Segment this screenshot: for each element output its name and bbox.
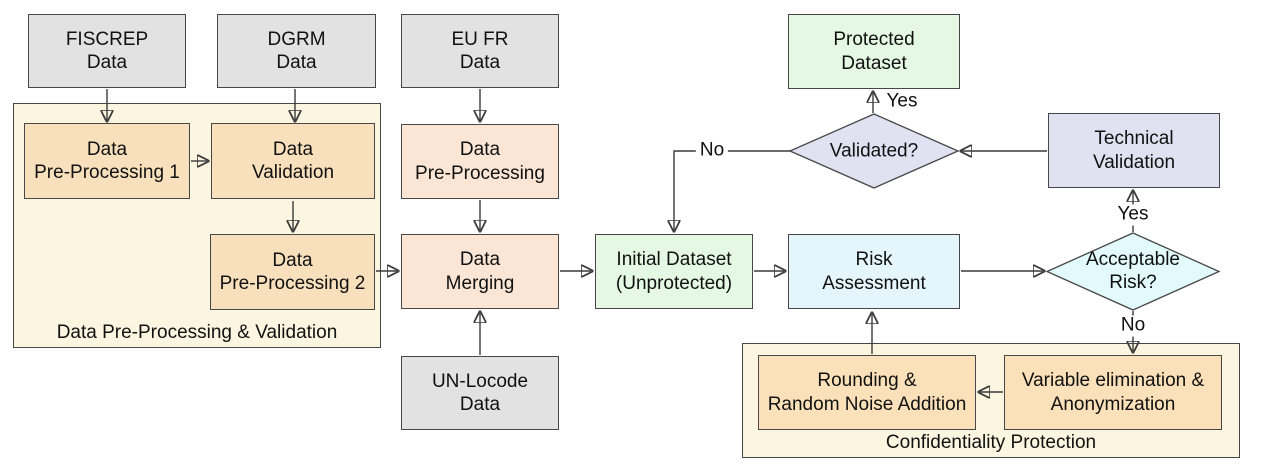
node-protected-dataset-label: Protected Dataset [833, 29, 915, 74]
node-data-preprocessing-label: Data Pre-Processing [415, 139, 545, 184]
node-data-merging: Data Merging [401, 234, 559, 309]
group-label-confidentiality: Confidentiality Protection [885, 432, 1097, 454]
node-rounding-noise-label: Rounding & Random Noise Addition [767, 370, 967, 415]
node-data-preprocessing-1: Data Pre-Processing 1 [24, 123, 190, 199]
node-risk-assessment: Risk Assessment [788, 234, 960, 309]
diamond-acceptable-risk-label: Acceptable Risk? [1085, 249, 1181, 293]
edge-label-validated-no: No [695, 140, 729, 162]
node-data-preprocessing-1-label: Data Pre-Processing 1 [34, 138, 180, 183]
node-rounding-noise: Rounding & Random Noise Addition [758, 355, 976, 430]
node-fiscrep-data-label: FISCREP Data [65, 28, 149, 73]
node-un-locode-data-label: UN-Locode Data [431, 370, 529, 415]
node-eu-fr-data: EU FR Data [401, 14, 559, 88]
node-data-merging-label: Data Merging [445, 249, 515, 294]
diamond-validated-label: Validated? [829, 140, 919, 162]
node-variable-elimination-label: Variable elimination & Anonymization [1021, 370, 1205, 415]
edge-label-validated-yes: Yes [886, 90, 918, 112]
node-initial-dataset-label: Initial Dataset (Unprotected) [615, 249, 733, 294]
edge-label-acceptable-no: No [1116, 315, 1150, 337]
node-variable-elimination: Variable elimination & Anonymization [1004, 355, 1222, 430]
node-data-validation: Data Validation [211, 123, 375, 199]
node-initial-dataset: Initial Dataset (Unprotected) [595, 234, 753, 309]
edge-label-acceptable-yes: Yes [1113, 204, 1153, 226]
node-dgrm-data-label: DGRM Data [267, 28, 326, 73]
node-data-preprocessing: Data Pre-Processing [401, 124, 559, 199]
node-protected-dataset: Protected Dataset [788, 14, 960, 89]
node-un-locode-data: UN-Locode Data [401, 356, 559, 430]
node-eu-fr-data-label: EU FR Data [451, 28, 509, 73]
node-technical-validation: Technical Validation [1048, 113, 1220, 188]
node-fiscrep-data: FISCREP Data [28, 14, 186, 88]
node-data-preprocessing-2: Data Pre-Processing 2 [210, 234, 375, 310]
node-data-preprocessing-2-label: Data Pre-Processing 2 [219, 249, 366, 294]
node-data-validation-label: Data Validation [251, 138, 335, 183]
group-label-preprocessing: Data Pre-Processing & Validation [56, 322, 338, 344]
node-risk-assessment-label: Risk Assessment [822, 249, 926, 294]
node-technical-validation-label: Technical Validation [1092, 128, 1176, 173]
node-dgrm-data: DGRM Data [217, 14, 376, 88]
edge-validated-no-to-initial [674, 150, 790, 230]
